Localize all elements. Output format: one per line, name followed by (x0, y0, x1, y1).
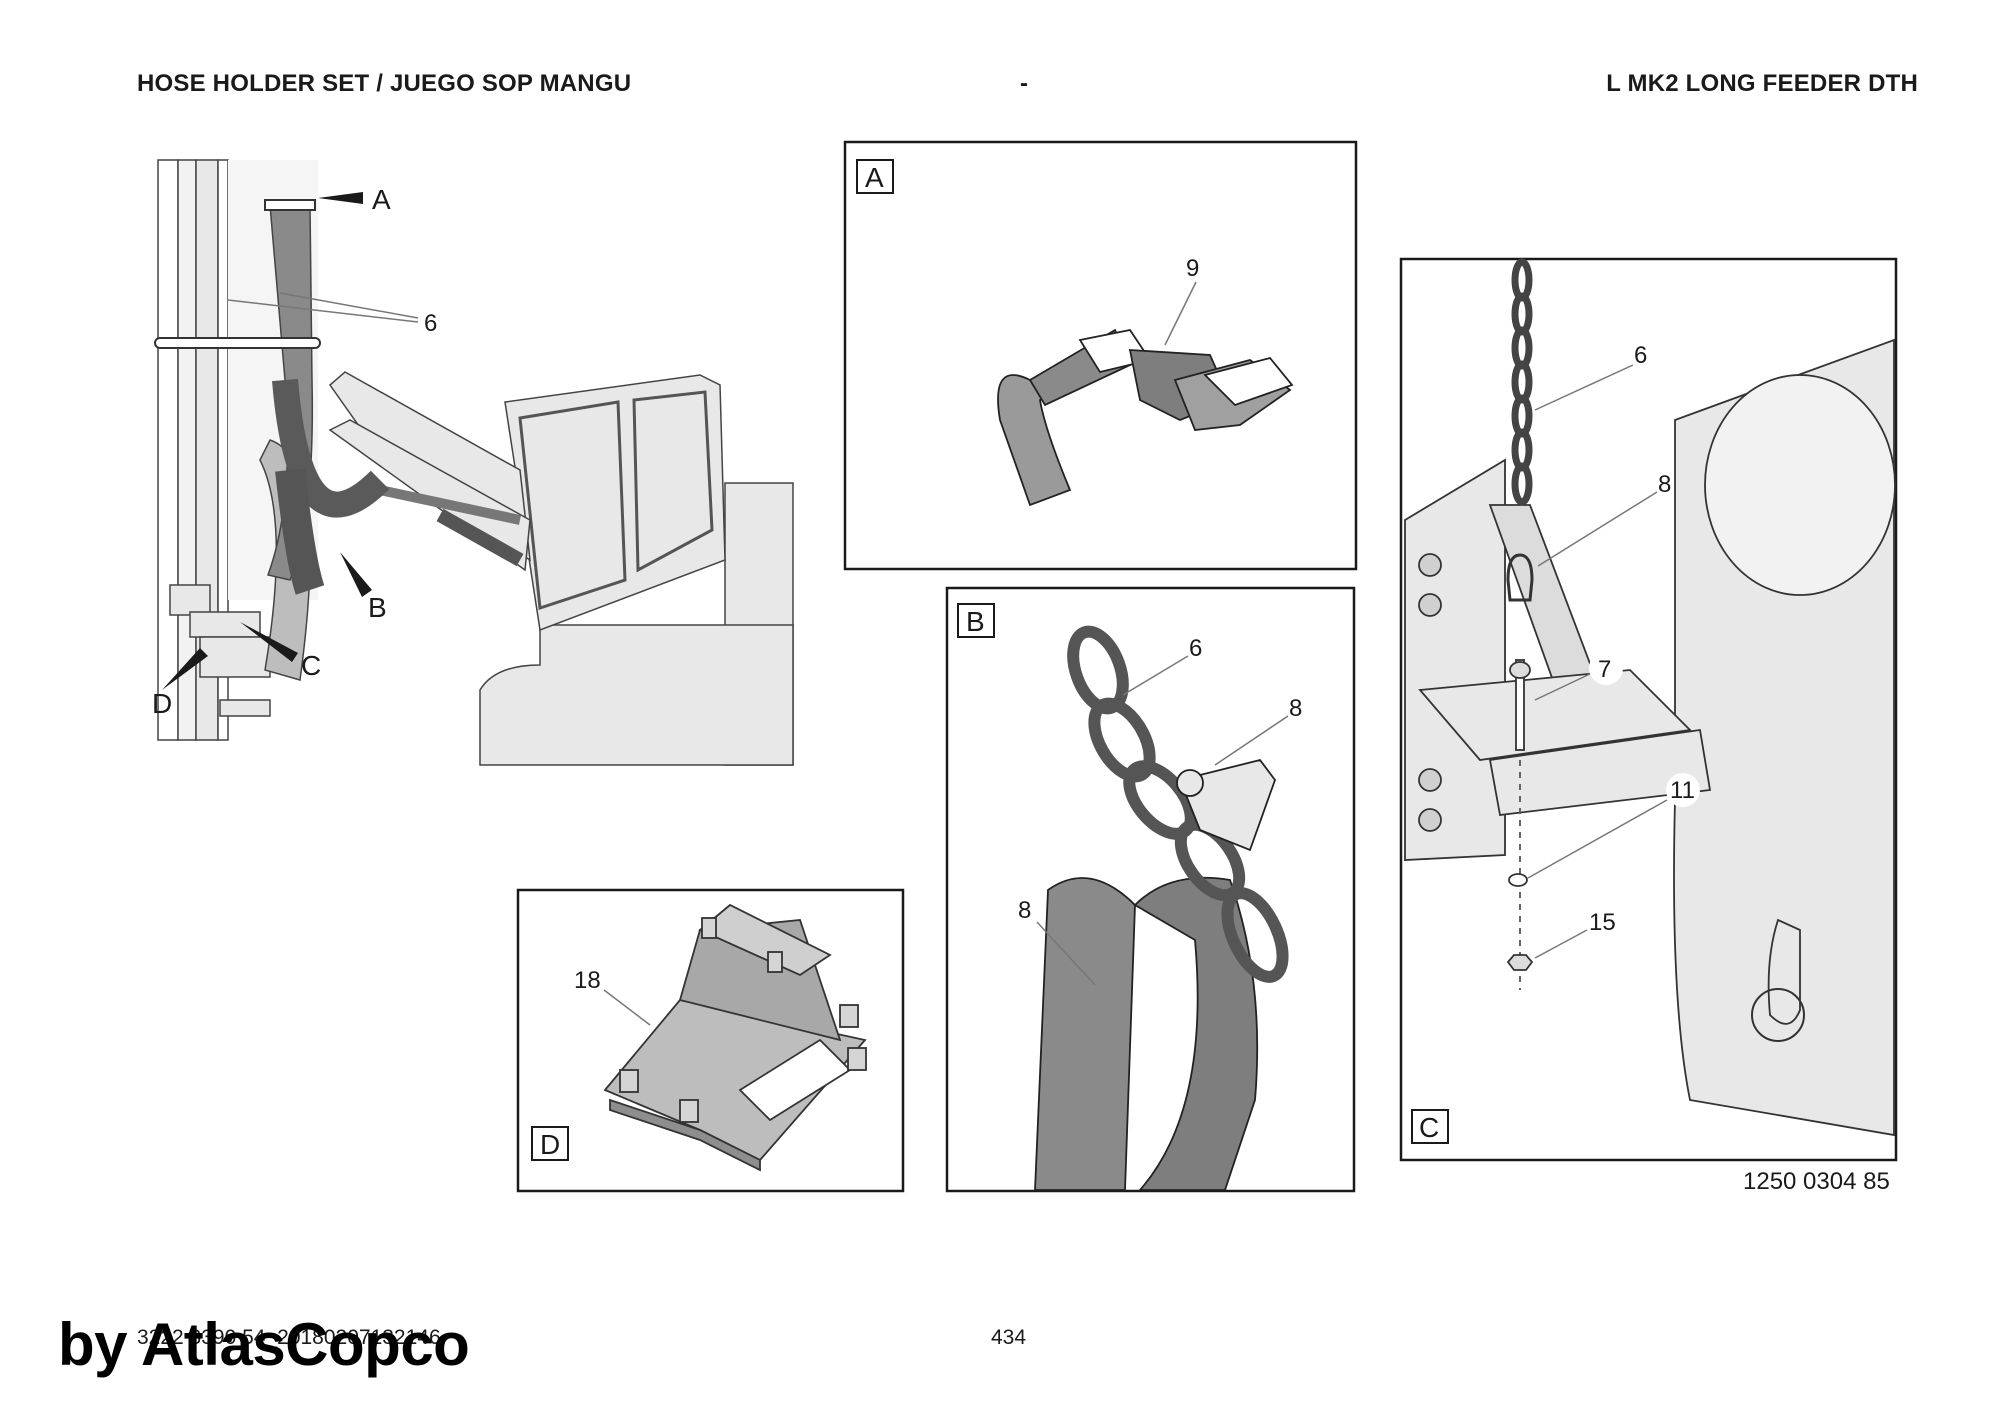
detail-c-chain (1511, 258, 1533, 506)
callout-b-sling: 8 (1018, 897, 1031, 924)
callout-c-washer: 11 (1670, 777, 1695, 804)
detail-a-label: A (865, 162, 884, 193)
callout-b-shackle: 8 (1289, 695, 1302, 722)
watermark: by AtlasCopco (58, 1311, 470, 1378)
callout-c-shackle: 8 (1658, 471, 1671, 498)
callout-c-nut: 15 (1589, 909, 1616, 936)
callout-c-chain: 6 (1634, 342, 1647, 369)
detail-b-panel (945, 586, 1356, 1193)
callout-d-clamp: 18 (574, 967, 601, 994)
figure-number: 1250 0304 85 (1743, 1168, 1890, 1195)
overview-figure (154, 159, 794, 766)
callout-overview-part: 6 (424, 310, 437, 337)
header-separator: - (1020, 70, 1029, 97)
callout-overview-a: A (372, 184, 391, 215)
bracket-illustration (1404, 338, 1896, 1137)
document-id: 3222 3390 54_20180207132146 (137, 1326, 441, 1349)
clamp-illustration (603, 903, 867, 1172)
strap-illustration (997, 328, 1294, 507)
header-title: HOSE HOLDER SET / JUEGO SOP MANGU (137, 70, 632, 97)
callout-overview-d: D (152, 688, 172, 719)
callout-b-chain: 6 (1189, 635, 1202, 662)
detail-b-label: B (966, 606, 985, 637)
detail-c-label: C (1419, 1112, 1439, 1143)
callout-a-strap: 9 (1186, 255, 1199, 282)
header-model: L MK2 LONG FEEDER DTH (1606, 70, 1918, 97)
page-number: 434 (991, 1326, 1027, 1349)
callout-c-pin: 7 (1598, 656, 1611, 683)
chain-sling-illustration (1034, 625, 1289, 1191)
callout-overview-c: C (301, 650, 321, 681)
callout-overview-b: B (368, 592, 387, 623)
detail-d-label: D (540, 1129, 560, 1160)
overview-leaders (162, 192, 419, 690)
